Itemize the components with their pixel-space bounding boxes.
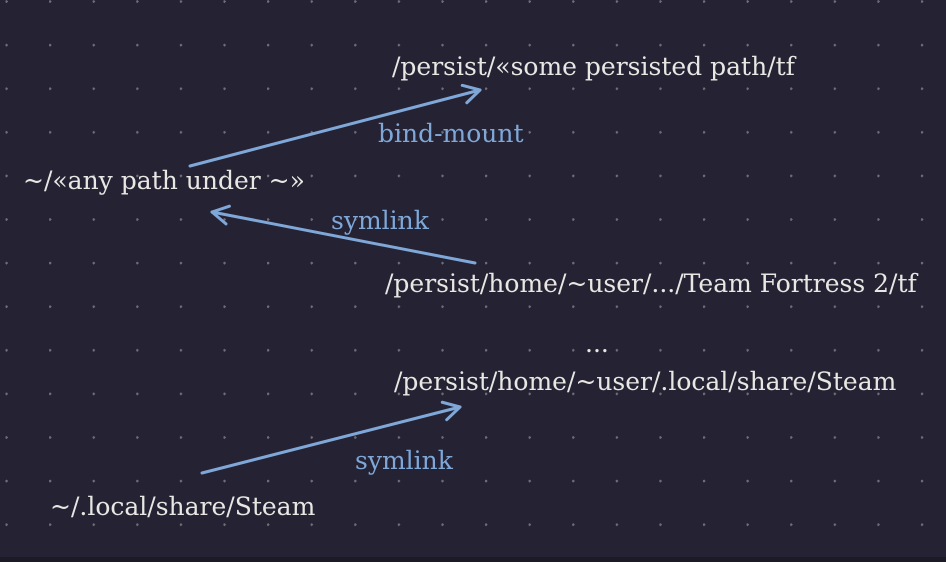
path-persist-team-fortress: /persist/home/~user/.../Team Fortress 2/… — [385, 269, 917, 298]
path-home-steam: ~/.local/share/Steam — [50, 492, 316, 521]
edge-label-bind-mount: bind-mount — [378, 119, 524, 148]
edge-label-symlink-2: symlink — [355, 446, 453, 475]
ellipsis-text: ... — [585, 329, 609, 358]
path-persist-steam: /persist/home/~user/.local/share/Steam — [394, 367, 897, 396]
bind-mount-arrow — [188, 83, 482, 168]
path-persist-some-persisted: /persist/«some persisted path/tf — [392, 52, 795, 81]
bottom-edge — [0, 557, 946, 562]
path-home-any: ~/«any path under ~» — [23, 166, 305, 195]
symlink-arrow-2 — [200, 400, 462, 475]
edge-label-symlink-1: symlink — [331, 206, 429, 235]
symlink-arrow-1 — [210, 204, 477, 265]
